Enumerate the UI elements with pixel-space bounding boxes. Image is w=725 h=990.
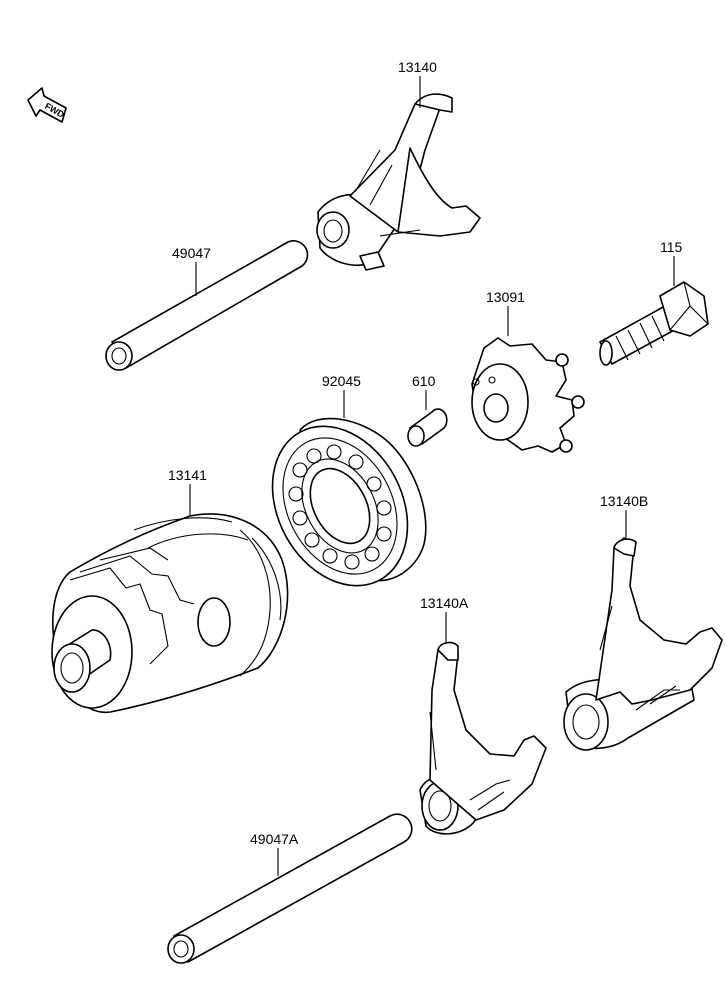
shift-drum-13141[interactable] (51, 513, 289, 713)
label-13140A[interactable]: 13140A (420, 595, 469, 611)
label-49047[interactable]: 49047 (172, 245, 211, 261)
shift-fork-13140B[interactable] (563, 537, 723, 751)
label-13140[interactable]: 13140 (398, 59, 437, 75)
label-610[interactable]: 610 (412, 373, 436, 389)
label-13091[interactable]: 13091 (486, 289, 525, 305)
label-13140B[interactable]: 13140B (600, 493, 648, 509)
fork-shaft-49047A[interactable] (167, 813, 413, 964)
fork-shaft-49047[interactable] (105, 240, 309, 371)
bolt-115[interactable] (599, 281, 709, 366)
label-92045[interactable]: 92045 (322, 373, 361, 389)
bearing-balls (288, 444, 392, 570)
shift-fork-13140A[interactable] (419, 641, 547, 835)
label-13141[interactable]: 13141 (168, 467, 207, 483)
drum-plate-13091[interactable] (471, 337, 585, 453)
shift-fork-13140[interactable] (316, 93, 481, 271)
fwd-arrow-icon: FWD (27, 87, 67, 123)
bearing-92045[interactable] (246, 403, 434, 610)
label-49047A[interactable]: 49047A (250, 831, 299, 847)
pin-610[interactable] (407, 408, 448, 447)
label-115[interactable]: 115 (660, 239, 683, 255)
